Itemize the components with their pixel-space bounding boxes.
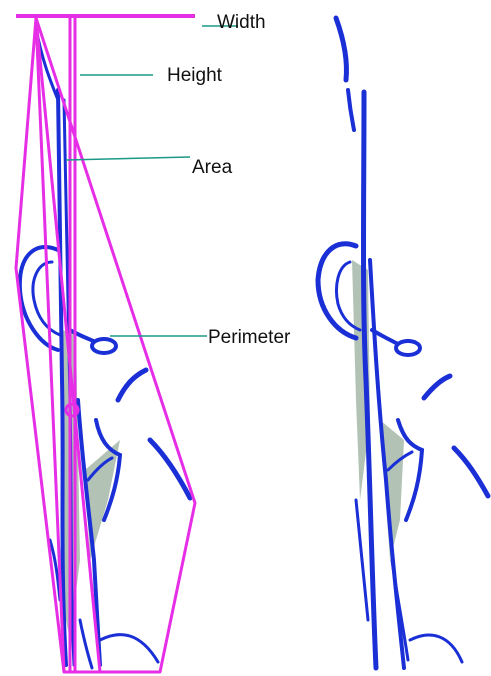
left-arc-leaf-a — [118, 370, 146, 400]
left-lower-branch-3 — [80, 620, 92, 668]
left-lower-branch-2 — [100, 635, 158, 662]
area-leader-line — [66, 157, 190, 160]
right-top-strand — [336, 18, 347, 80]
right-arc-leaf-b — [454, 448, 488, 496]
right-top-strand-2 — [348, 90, 354, 130]
right-branch-3 — [356, 500, 368, 620]
area-label: Area — [192, 157, 233, 178]
left-leaf-blob — [92, 339, 116, 353]
right-bottom-curl — [410, 635, 462, 662]
right-leaf-blob — [396, 341, 420, 355]
perimeter-label: Perimeter — [208, 327, 291, 348]
height-label: Height — [167, 65, 223, 86]
annotated-plant-panel: Width Height Area Perimeter — [16, 12, 291, 672]
right-arc-leaf-a — [424, 376, 450, 398]
width-label: Width — [217, 12, 266, 33]
plain-plant-panel — [318, 18, 488, 668]
